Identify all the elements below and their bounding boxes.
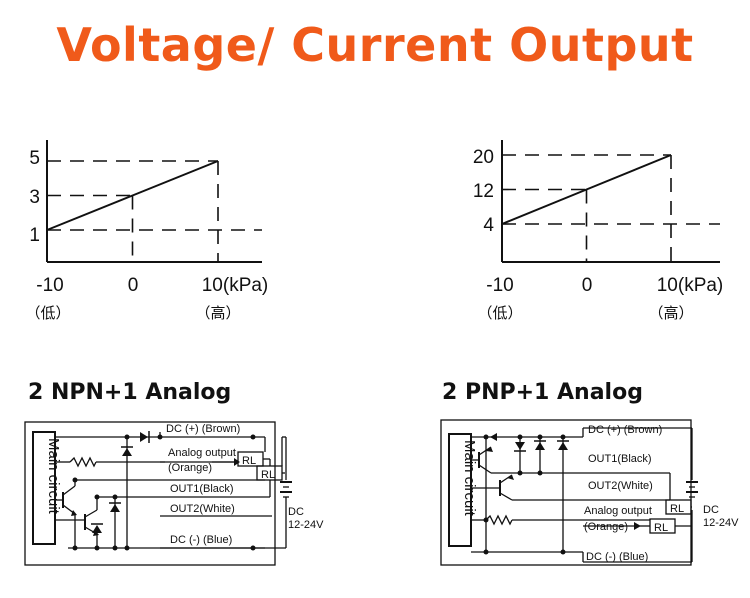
pnp-supply-label: DC — [703, 504, 719, 516]
series-line — [501, 154, 672, 225]
x-tick-sublabel: （高） — [648, 304, 693, 322]
npn-analog-output-label: Analog output — [168, 447, 236, 459]
y-tick-label: 1 — [29, 225, 40, 246]
x-tick-sublabel: （低） — [25, 304, 70, 322]
pnp-dc-minus-label: DC (-) (Blue) — [586, 551, 648, 563]
npn-sensor-box — [24, 421, 276, 566]
x-tick-label: 0 — [128, 275, 139, 296]
pnp-supply-range: 12-24V — [703, 517, 739, 529]
y-tick-label: 3 — [29, 187, 40, 208]
y-tick-label: 5 — [29, 148, 40, 169]
page-title: Voltage/ Current Output — [56, 18, 694, 72]
npn-out1-label: OUT1(Black) — [170, 483, 234, 495]
x-tick-label: 10(kPa) — [657, 275, 724, 296]
npn-rl-label: RL — [242, 455, 256, 467]
npn-dc-minus-label: DC (-) (Blue) — [170, 534, 232, 546]
x-tick-label: -10 — [36, 275, 63, 296]
pnp-main-circuit-label: Main circuit — [461, 440, 478, 517]
npn-out2-label: OUT2(White) — [170, 503, 235, 515]
x-tick-label: 10(kPa) — [202, 275, 269, 296]
x-tick-sublabel: （低） — [477, 304, 522, 322]
series-line — [46, 160, 219, 231]
npn-main-circuit-label: Main circuit — [45, 438, 62, 515]
pnp-out2-label: OUT2(White) — [588, 480, 653, 492]
current-chart-group — [501, 140, 720, 263]
pnp-rl-label: RL — [654, 522, 668, 534]
pnp-rl-label: RL — [670, 503, 684, 515]
y-tick-label: 20 — [473, 147, 494, 168]
x-tick-label: -10 — [486, 275, 513, 296]
pnp-section-title: 2 PNP+1 Analog — [442, 380, 643, 405]
x-tick-label: 0 — [582, 275, 593, 296]
pnp-out1-label: OUT1(Black) — [588, 453, 652, 465]
npn-orange-label: (Orange) — [168, 462, 212, 474]
npn-section-title: 2 NPN+1 Analog — [28, 380, 232, 405]
y-tick-label: 4 — [483, 215, 494, 236]
pnp-analog-output-label: Analog output — [584, 505, 652, 517]
x-tick-sublabel: （高） — [195, 304, 240, 322]
pnp-main-circuit-block — [448, 433, 472, 547]
npn-dc-plus-label: DC (+) (Brown) — [166, 423, 240, 435]
npn-supply-label: DC — [288, 506, 304, 518]
y-tick-label: 12 — [473, 181, 494, 202]
pnp-orange-label: (Orange) — [584, 521, 628, 533]
voltage-chart-group — [46, 140, 262, 263]
npn-rl-label: RL — [261, 469, 275, 481]
npn-main-circuit-block — [32, 431, 56, 545]
npn-supply-range: 12-24V — [288, 519, 324, 531]
pnp-dc-plus-label: DC (+) (Brown) — [588, 424, 662, 436]
